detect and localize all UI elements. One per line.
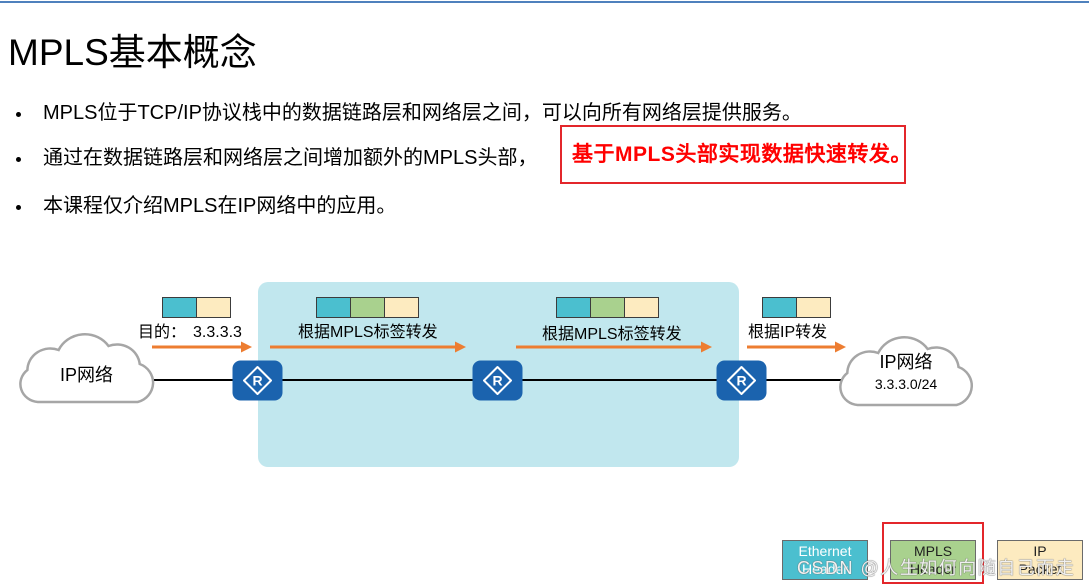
packet-cell-ethernet-header [163, 298, 197, 317]
legend-ip-packet: IP Packet [997, 540, 1083, 580]
router-icon: R [716, 360, 767, 401]
source-network-label: IP网络 [59, 365, 113, 385]
packet-cell-mpls-header [591, 298, 625, 317]
packet-cell-ip-packet [197, 298, 230, 317]
packet-cell-ip-packet [385, 298, 418, 317]
packet-cell-mpls-header [351, 298, 385, 317]
legend-highlight-box [882, 522, 984, 584]
packet-cell-ethernet-header [763, 298, 797, 317]
bullet-item: 通过在数据链路层和网络层之间增加额外的MPLS头部， [0, 145, 1000, 171]
watermark: CSDN @人生如何向随自己而走 [797, 558, 1076, 578]
bullet-item: 本课程仅介绍MPLS在IP网络中的应用。 [0, 193, 1000, 219]
router-label: R [492, 373, 502, 389]
hop-forwarding-label: 根据MPLS标签转发 [542, 326, 682, 343]
packet-cell-ethernet-header [557, 298, 591, 317]
router-label: R [252, 373, 262, 389]
legend-label: Packet [1018, 561, 1062, 577]
bullet-text: MPLS位于TCP/IP协议栈中的数据链路层和网络层之间，可以向所有网络层提供服… [43, 102, 802, 124]
packet-format [316, 297, 419, 318]
legend-label: Ethernet [798, 543, 852, 559]
hop-forwarding-label: 根据MPLS标签转发 [298, 324, 438, 341]
header-rule [0, 1, 1089, 3]
forwarding-arrow [152, 341, 252, 353]
key-point-callout: 基于MPLS头部实现数据快速转发。 [560, 125, 911, 184]
router-icon: R [232, 360, 283, 401]
packet-cell-ethernet-header [317, 298, 351, 317]
packet-cell-ip-packet [797, 298, 830, 317]
slide-title: MPLS基本概念 [8, 32, 257, 73]
legend-label: IP [1033, 543, 1047, 559]
packet-format [162, 297, 231, 318]
destination-address: 3.3.3.3 [193, 324, 242, 341]
router-label: R [736, 373, 746, 389]
destination-network-label: IP网络 [879, 352, 933, 372]
destination-label: 目的： [138, 324, 187, 341]
bullet-text: 通过在数据链路层和网络层之间增加额外的MPLS头部， [43, 147, 538, 169]
destination-network-prefix: 3.3.3.0/24 [874, 376, 938, 392]
legend-label: MPLS [913, 543, 953, 559]
legend-label: Header [910, 561, 956, 577]
packet-format [762, 297, 831, 318]
legend-label: Header [802, 561, 848, 577]
bullet-dot [16, 205, 21, 210]
packet-format [556, 297, 659, 318]
key-point-text: 基于MPLS头部实现数据快速转发。 [572, 143, 912, 166]
bullet-text: 本课程仅介绍MPLS在IP网络中的应用。 [43, 195, 397, 217]
packet-cell-ip-packet [625, 298, 658, 317]
bullet-dot [16, 112, 21, 117]
router-icon: R [472, 360, 523, 401]
hop-forwarding-label: 根据IP转发 [748, 324, 828, 341]
bullet-dot [16, 157, 21, 162]
legend-mpls-header: MPLS Header [890, 540, 976, 580]
legend-ethernet-header: Ethernet Header [782, 540, 868, 580]
bullet-item: MPLS位于TCP/IP协议栈中的数据链路层和网络层之间，可以向所有网络层提供服… [0, 100, 1000, 126]
forwarding-arrow [747, 341, 846, 353]
